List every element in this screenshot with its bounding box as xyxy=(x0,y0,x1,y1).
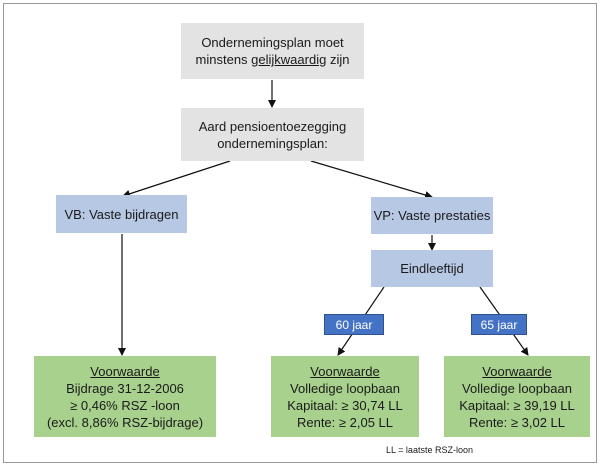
eindleeftijd-box: Eindleeftijd xyxy=(371,250,493,287)
voorwaarde-65-line: Rente: ≥ 3,02 LL xyxy=(468,414,566,430)
aard-line1: Aard pensioentoezegging xyxy=(198,118,347,134)
voorwaarde-vb-line: ≥ 0,46% RSZ -loon xyxy=(70,397,180,413)
voorwaarde-60-box: Voorwaarde Volledige loopbaan Kapitaal: … xyxy=(271,356,419,437)
tag-65-jaar: 65 jaar xyxy=(471,314,527,335)
voorwaarde-vb-line: (excl. 8,86% RSZ-bijdrage) xyxy=(46,414,204,430)
arrow-aard-to-vb xyxy=(122,160,231,198)
aard-box: Aard pensioentoezegging ondernemingsplan… xyxy=(181,108,364,161)
voorwaarde-vb-title: Voorwaarde xyxy=(90,363,160,379)
footnote-ll: LL = laatste RSZ-loon xyxy=(386,445,473,455)
voorwaarde-65-title: Voorwaarde xyxy=(482,363,552,379)
ondernemingsplan-line2-pre: minstens xyxy=(195,52,252,67)
vp-label: VP: Vaste prestaties xyxy=(373,208,491,223)
voorwaarde-65-line: Volledige loopbaan xyxy=(462,380,572,396)
ondernemingsplan-line1: Ondernemingsplan moet xyxy=(201,35,344,50)
tag-60-jaar: 60 jaar xyxy=(324,314,384,335)
voorwaarde-60-title: Voorwaarde xyxy=(310,363,380,379)
arrow-aard-to-vp xyxy=(310,160,433,199)
aard-line2: ondernemingsplan: xyxy=(217,135,328,151)
voorwaarde-vb-box: Voorwaarde Bijdrage 31-12-2006 ≥ 0,46% R… xyxy=(34,356,216,437)
gelijkwaardig-underlined: gelijkwaardig xyxy=(251,52,327,67)
voorwaarde-65-line: Kapitaal: ≥ 39,19 LL xyxy=(459,397,575,413)
voorwaarde-60-line: Kapitaal: ≥ 30,74 LL xyxy=(287,397,403,413)
ondernemingsplan-box: Ondernemingsplan moet minstens gelijkwaa… xyxy=(181,23,364,79)
voorwaarde-vb-line: Bijdrage 31-12-2006 xyxy=(66,380,184,396)
vb-label: VB: Vaste bijdragen xyxy=(64,206,179,222)
voorwaarde-65-box: Voorwaarde Volledige loopbaan Kapitaal: … xyxy=(444,356,590,437)
ondernemingsplan-line2: minstens gelijkwaardig zijn xyxy=(196,51,350,68)
ondernemingsplan-line2-post: zijn xyxy=(326,52,350,67)
eindleeftijd-label: Eindleeftijd xyxy=(400,261,464,276)
voorwaarde-60-line: Volledige loopbaan xyxy=(290,380,400,396)
vp-box: VP: Vaste prestaties xyxy=(371,197,493,234)
vb-box: VB: Vaste bijdragen xyxy=(56,195,187,233)
voorwaarde-60-line: Rente: ≥ 2,05 LL xyxy=(296,414,394,430)
